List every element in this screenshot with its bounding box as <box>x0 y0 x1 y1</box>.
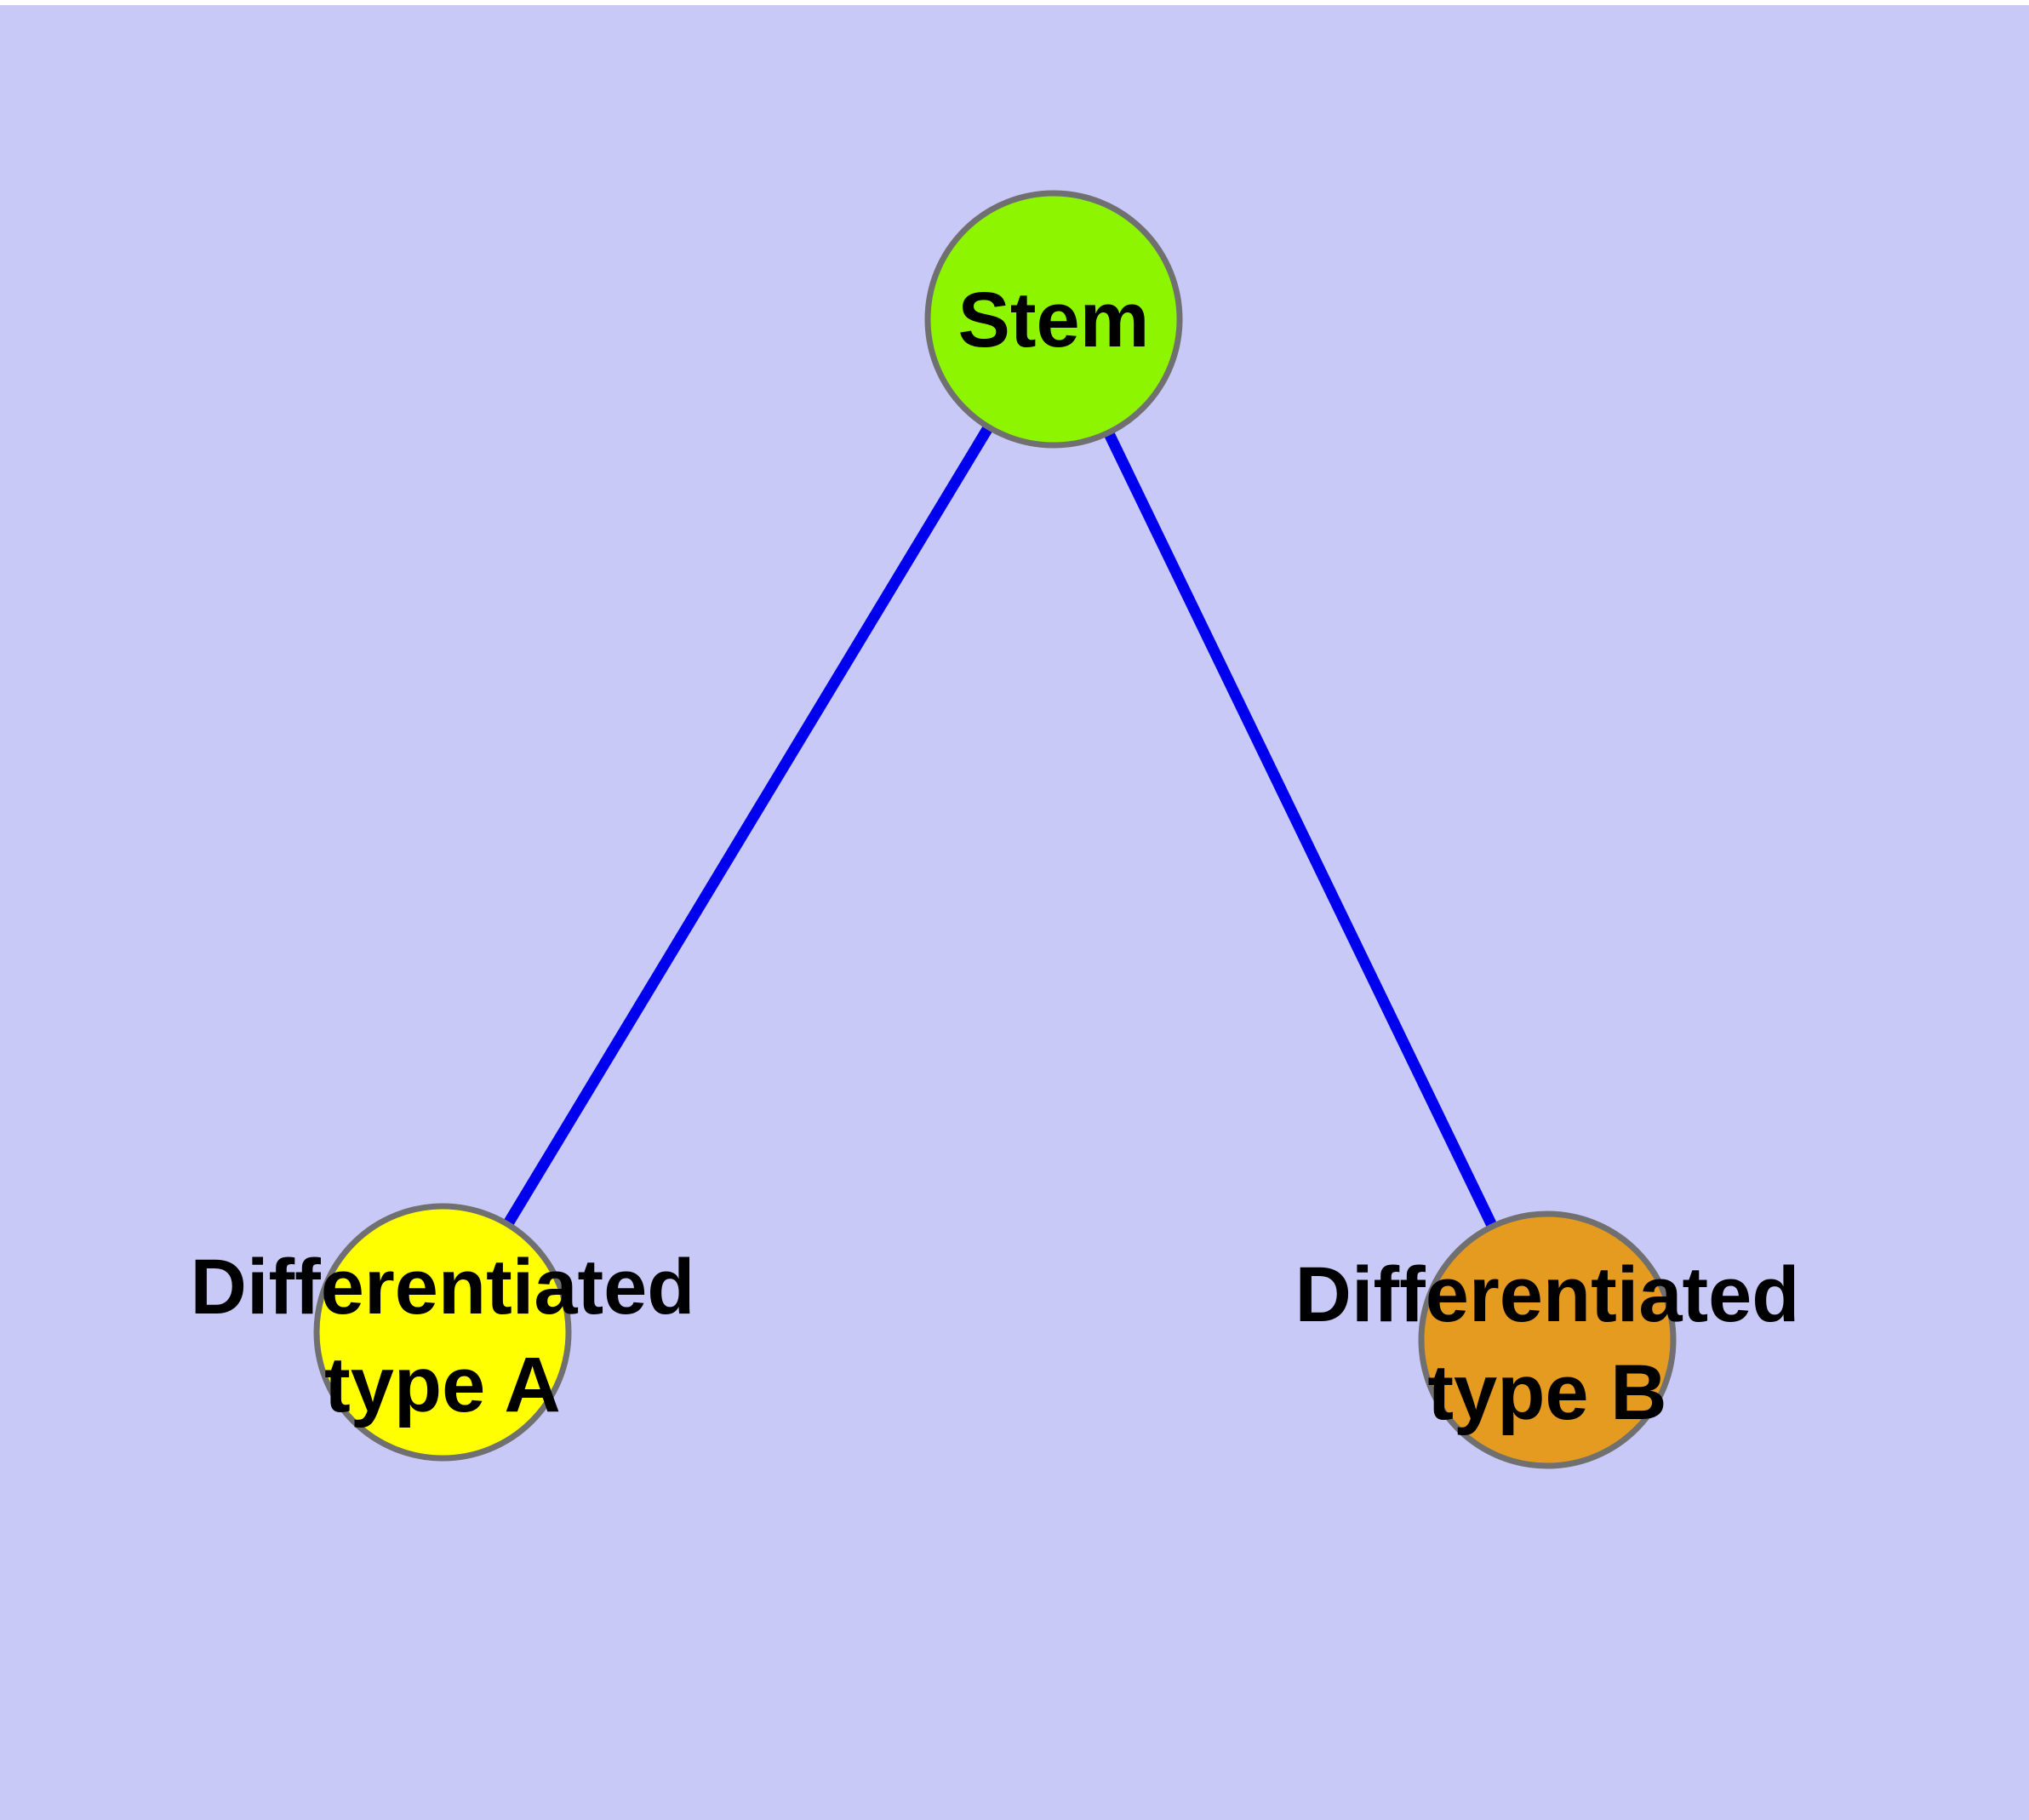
node-differentiated-type-a-label-line1: Differentiated <box>191 1244 695 1331</box>
node-stem <box>924 190 1183 449</box>
edge-stem-to-type-b <box>1049 317 1552 1342</box>
node-differentiated-type-b-label-line1: Differentiated <box>1295 1251 1800 1338</box>
node-stem-label: Stem <box>958 277 1150 363</box>
node-differentiated-type-a <box>313 1203 572 1462</box>
node-differentiated-type-b-label-line2: type B <box>1427 1349 1666 1436</box>
node-differentiated-type-b <box>1418 1210 1677 1469</box>
edge-stem-to-type-a <box>437 316 1059 1336</box>
node-differentiated-type-a-label-line2: type A <box>324 1342 561 1428</box>
